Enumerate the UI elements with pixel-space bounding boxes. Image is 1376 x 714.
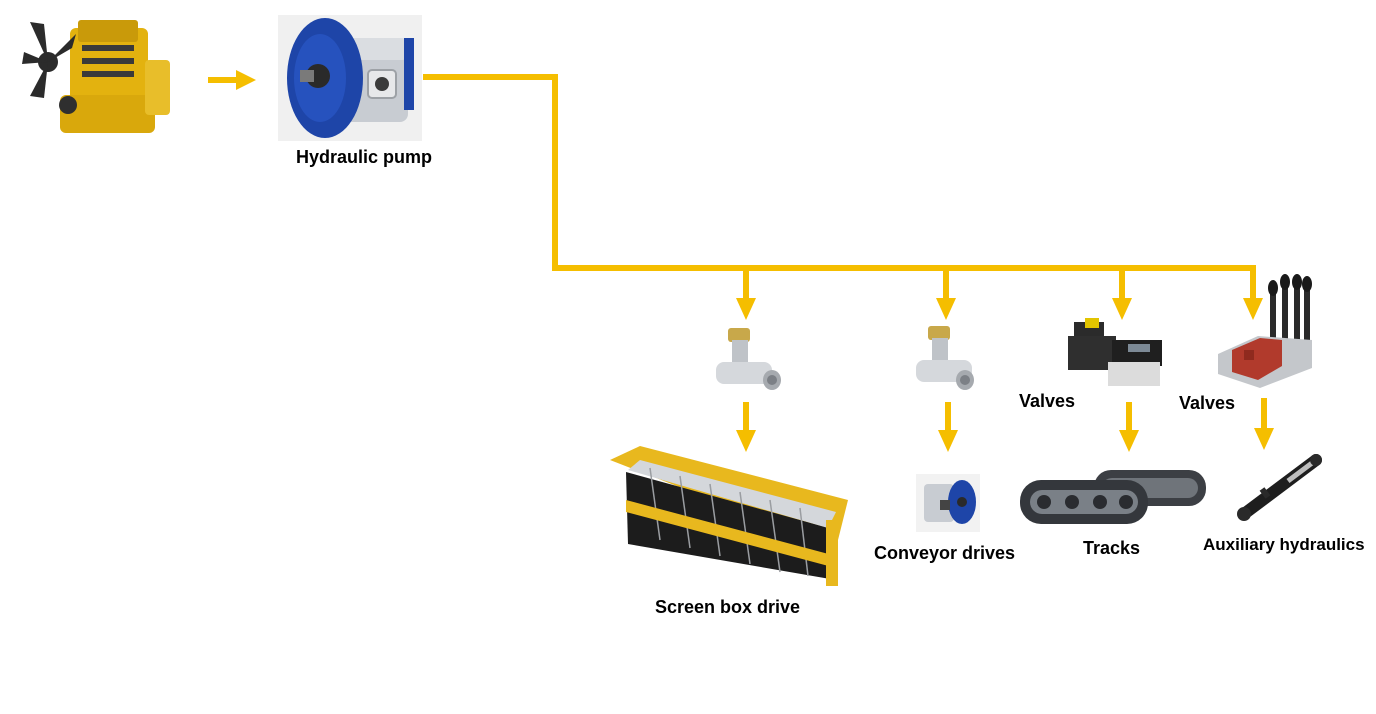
arrow-down-screen bbox=[736, 298, 756, 320]
flow-control-valve-icon bbox=[916, 326, 974, 390]
solenoid-valve-icon bbox=[1068, 318, 1162, 386]
arrow-down-auxiliary bbox=[1243, 298, 1263, 320]
main-supply-line bbox=[423, 74, 1256, 271]
hydraulic-pump-icon bbox=[278, 15, 422, 141]
crawler-tracks-icon bbox=[1020, 470, 1206, 524]
auxiliary-hydraulics-label: Auxiliary hydraulics bbox=[1203, 535, 1365, 554]
tracks-label: Tracks bbox=[1083, 538, 1141, 558]
screen-box-icon bbox=[610, 446, 848, 586]
arrow-down-conveyor bbox=[936, 298, 956, 320]
conveyor-drives-label: Conveyor drives bbox=[874, 543, 1016, 563]
arrow-valve-to-auxiliary bbox=[1254, 398, 1274, 450]
hydraulic-pump-label: Hydraulic pump bbox=[296, 147, 433, 167]
hydraulic-cylinder-icon bbox=[1237, 454, 1322, 521]
valves-label-auxiliary: Valves bbox=[1179, 393, 1236, 413]
diesel-engine-icon bbox=[22, 20, 170, 133]
arrow-engine-to-pump bbox=[208, 70, 256, 90]
arrow-valve-to-conveyor bbox=[938, 402, 958, 452]
arrow-valve-to-screen bbox=[736, 402, 756, 452]
arrow-valve-to-tracks bbox=[1119, 402, 1139, 452]
valves-label-tracks: Valves bbox=[1019, 391, 1076, 411]
directional-control-valve-icon bbox=[1218, 274, 1312, 388]
arrow-down-tracks bbox=[1112, 298, 1132, 320]
hydraulic-motor-icon bbox=[916, 474, 980, 532]
flow-control-valve-icon bbox=[716, 328, 781, 390]
screen-box-drive-label: Screen box drive bbox=[655, 597, 801, 617]
flow-lines bbox=[423, 74, 1256, 300]
